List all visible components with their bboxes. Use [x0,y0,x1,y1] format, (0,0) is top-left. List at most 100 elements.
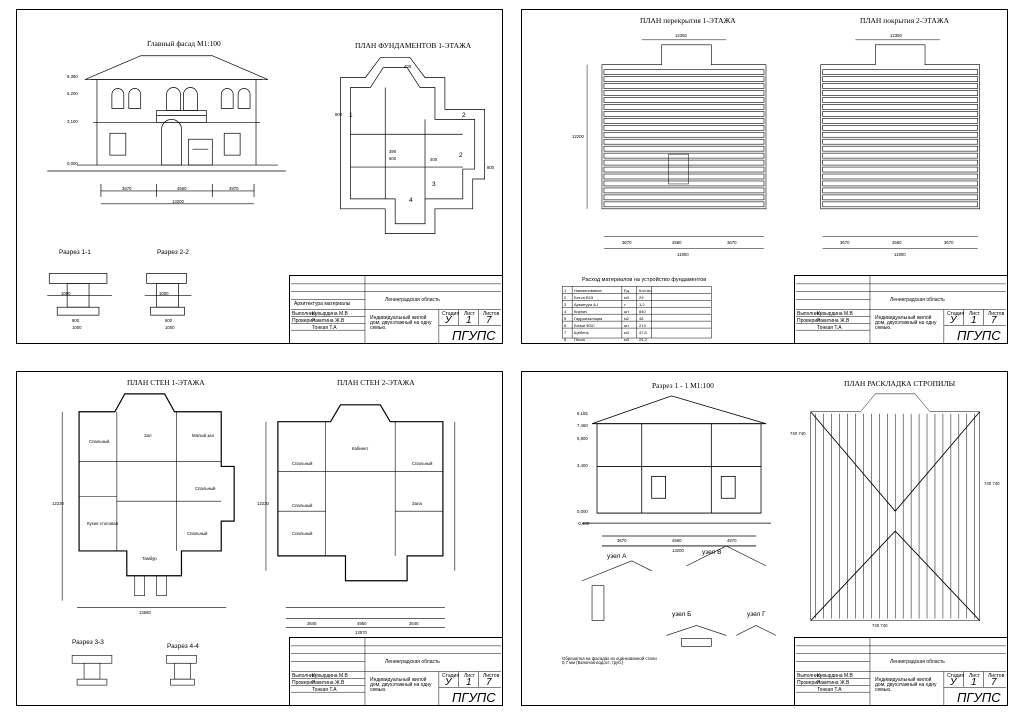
bottom-dim: 3670 [944,240,954,245]
sheet1-graphics [47,55,485,316]
section-dim: 800 [72,318,80,323]
checker-name: Ракитина Ж.В [817,318,850,324]
person3-name: Тонкая Т.А [312,325,337,331]
executor-name: Кувырдина М.В [312,673,348,679]
table-cell: 3 [564,302,567,307]
section-1-title: Разрез 1-1 [59,249,91,256]
table-cell: 8 [564,337,567,342]
role-checker: Проверил [797,680,821,686]
stage-value: У [445,315,452,326]
project-text: Индивидуальный жилой дом, двухэтажный на… [370,677,432,693]
node-v-label: узел В [702,549,722,556]
facade-roof [84,55,269,80]
person3-name: Тонкая Т.А [817,687,842,693]
table-cell: м3 [624,337,629,342]
side-dim: 12200 [572,134,584,139]
materials-table-title: Расход материалов на устройство фундамен… [582,277,707,283]
title-block: Выполнил Кувырдина М.В Проверил Ракитина… [794,275,1007,343]
axis-mark: 2 [462,112,466,119]
table-cell: шт [624,309,630,314]
org-name: ПГУПС [452,328,496,343]
section-3-title: Разрез 3-3 [72,639,104,646]
checker-name: Ракитина Ж.В [817,680,850,686]
level-label: 3,100 [67,119,78,124]
table-cell: 6 [564,323,567,328]
bottom-dim: 11900 [677,252,689,257]
level-label: 0,000 [577,509,588,514]
section-dim: 800 [165,318,173,323]
foundation-title: ПЛАН ФУНДАМЕНТОВ 1-ЭТАЖА [355,41,472,50]
level-label: 6,200 [67,91,78,96]
sheet-label: Лист [969,311,980,317]
room-label: Спальный [292,503,313,508]
bottom-dim: 3670 [622,240,632,245]
drawing-sheet-1: Главный фасад М1:100 ПЛАН ФУНДАМЕНТОВ 1-… [16,9,503,344]
sheets-label: Листов [483,311,500,317]
role-executor: Выполнил [797,673,821,679]
drawing-sheet-3: ПЛАН СТЕН 1-ЭТАЖА ПЛАН СТЕН 2-ЭТАЖА Спал… [16,371,503,706]
sheet-label: Лист [464,673,475,679]
sheet-value: 1 [466,677,472,688]
stage-value: У [445,677,452,688]
section-dim: 1000 [61,291,71,296]
section-2-title: Разрез 2-2 [157,249,189,256]
bottom-dim: 3670 [840,240,850,245]
table-cell: 213 [639,323,646,328]
room-label: Спальный [292,461,313,466]
room-label: Кабинет [352,446,369,451]
section-dim: 1000 [165,325,175,330]
dim: 3645 [409,621,419,626]
sheets-value: 7 [991,677,997,688]
axis-mark: 4 [409,197,413,204]
side-dim: 740 740 [872,623,888,628]
table-cell: Кирпич [574,309,588,314]
room-label: Спальный [412,461,433,466]
wall-outline-2 [277,404,444,582]
axis-mark: 1 [349,112,353,119]
bottom-dim: 4560 [892,240,902,245]
dim: 3645 [307,621,317,626]
sheet3-graphics [61,393,456,686]
dimension-label: 4970 [229,186,239,191]
table-cell: 47,8 [639,330,647,335]
overall-dim: 13580 [139,610,151,615]
role-executor: Выполнил [797,311,821,317]
drawing-sheet-4: Разрез 1 - 1 М1:100 ПЛАН РАСКЛАДКА СТРОП… [521,371,1008,706]
region-text: Ленинградская область [890,659,945,665]
bottom-dim: 3670 [727,240,737,245]
room-label: Малый зал [192,433,215,438]
side-dim: 740 740 [984,481,1000,486]
level-label: 0,000 [67,161,78,166]
sheets-value: 7 [486,315,492,326]
foundation-dim: 800 [335,112,343,117]
section-roof [591,395,767,425]
room-label: Спальный [292,531,313,536]
project-text: Индивидуальный жилой дом, двухэтажный на… [370,315,432,331]
stage-label: Стадия [442,311,460,317]
section-4-title: Разрез 4-4 [167,643,199,650]
table-cell: 5 [564,316,567,321]
region-text: Ленинградская область [385,659,440,665]
sheets-label: Листов [988,673,1005,679]
side-dim: 12230 [257,501,269,506]
title-block: Выполнил Кувырдина М.В Проверил Ракитина… [289,637,502,705]
room-label: Зала [412,501,422,506]
table-cell: Ед. [624,288,631,293]
level-label: 3,400 [577,463,588,468]
sheets-value: 7 [486,677,492,688]
level-label: 8,380 [67,74,78,79]
room-label: Кухня столовая [87,521,118,526]
sheets-label: Листов [483,673,500,679]
sheet4-graphics [581,393,981,647]
wall-plan-1-title: ПЛАН СТЕН 1-ЭТАЖА [127,378,205,387]
table-cell: 29 [639,295,644,300]
stage-label: Стадия [442,673,460,679]
table-cell: 1,2 [639,302,645,307]
node-a-label: узел А [607,553,627,560]
axis-mark: 2 [459,152,463,159]
table-cell: 24,2 [639,337,647,342]
foundation-dim: 400 [430,157,438,162]
executor-name: Кувырдина М.В [817,311,853,317]
note-text: Архитектура материалы [294,301,351,307]
table-cell: 4 [564,309,567,314]
